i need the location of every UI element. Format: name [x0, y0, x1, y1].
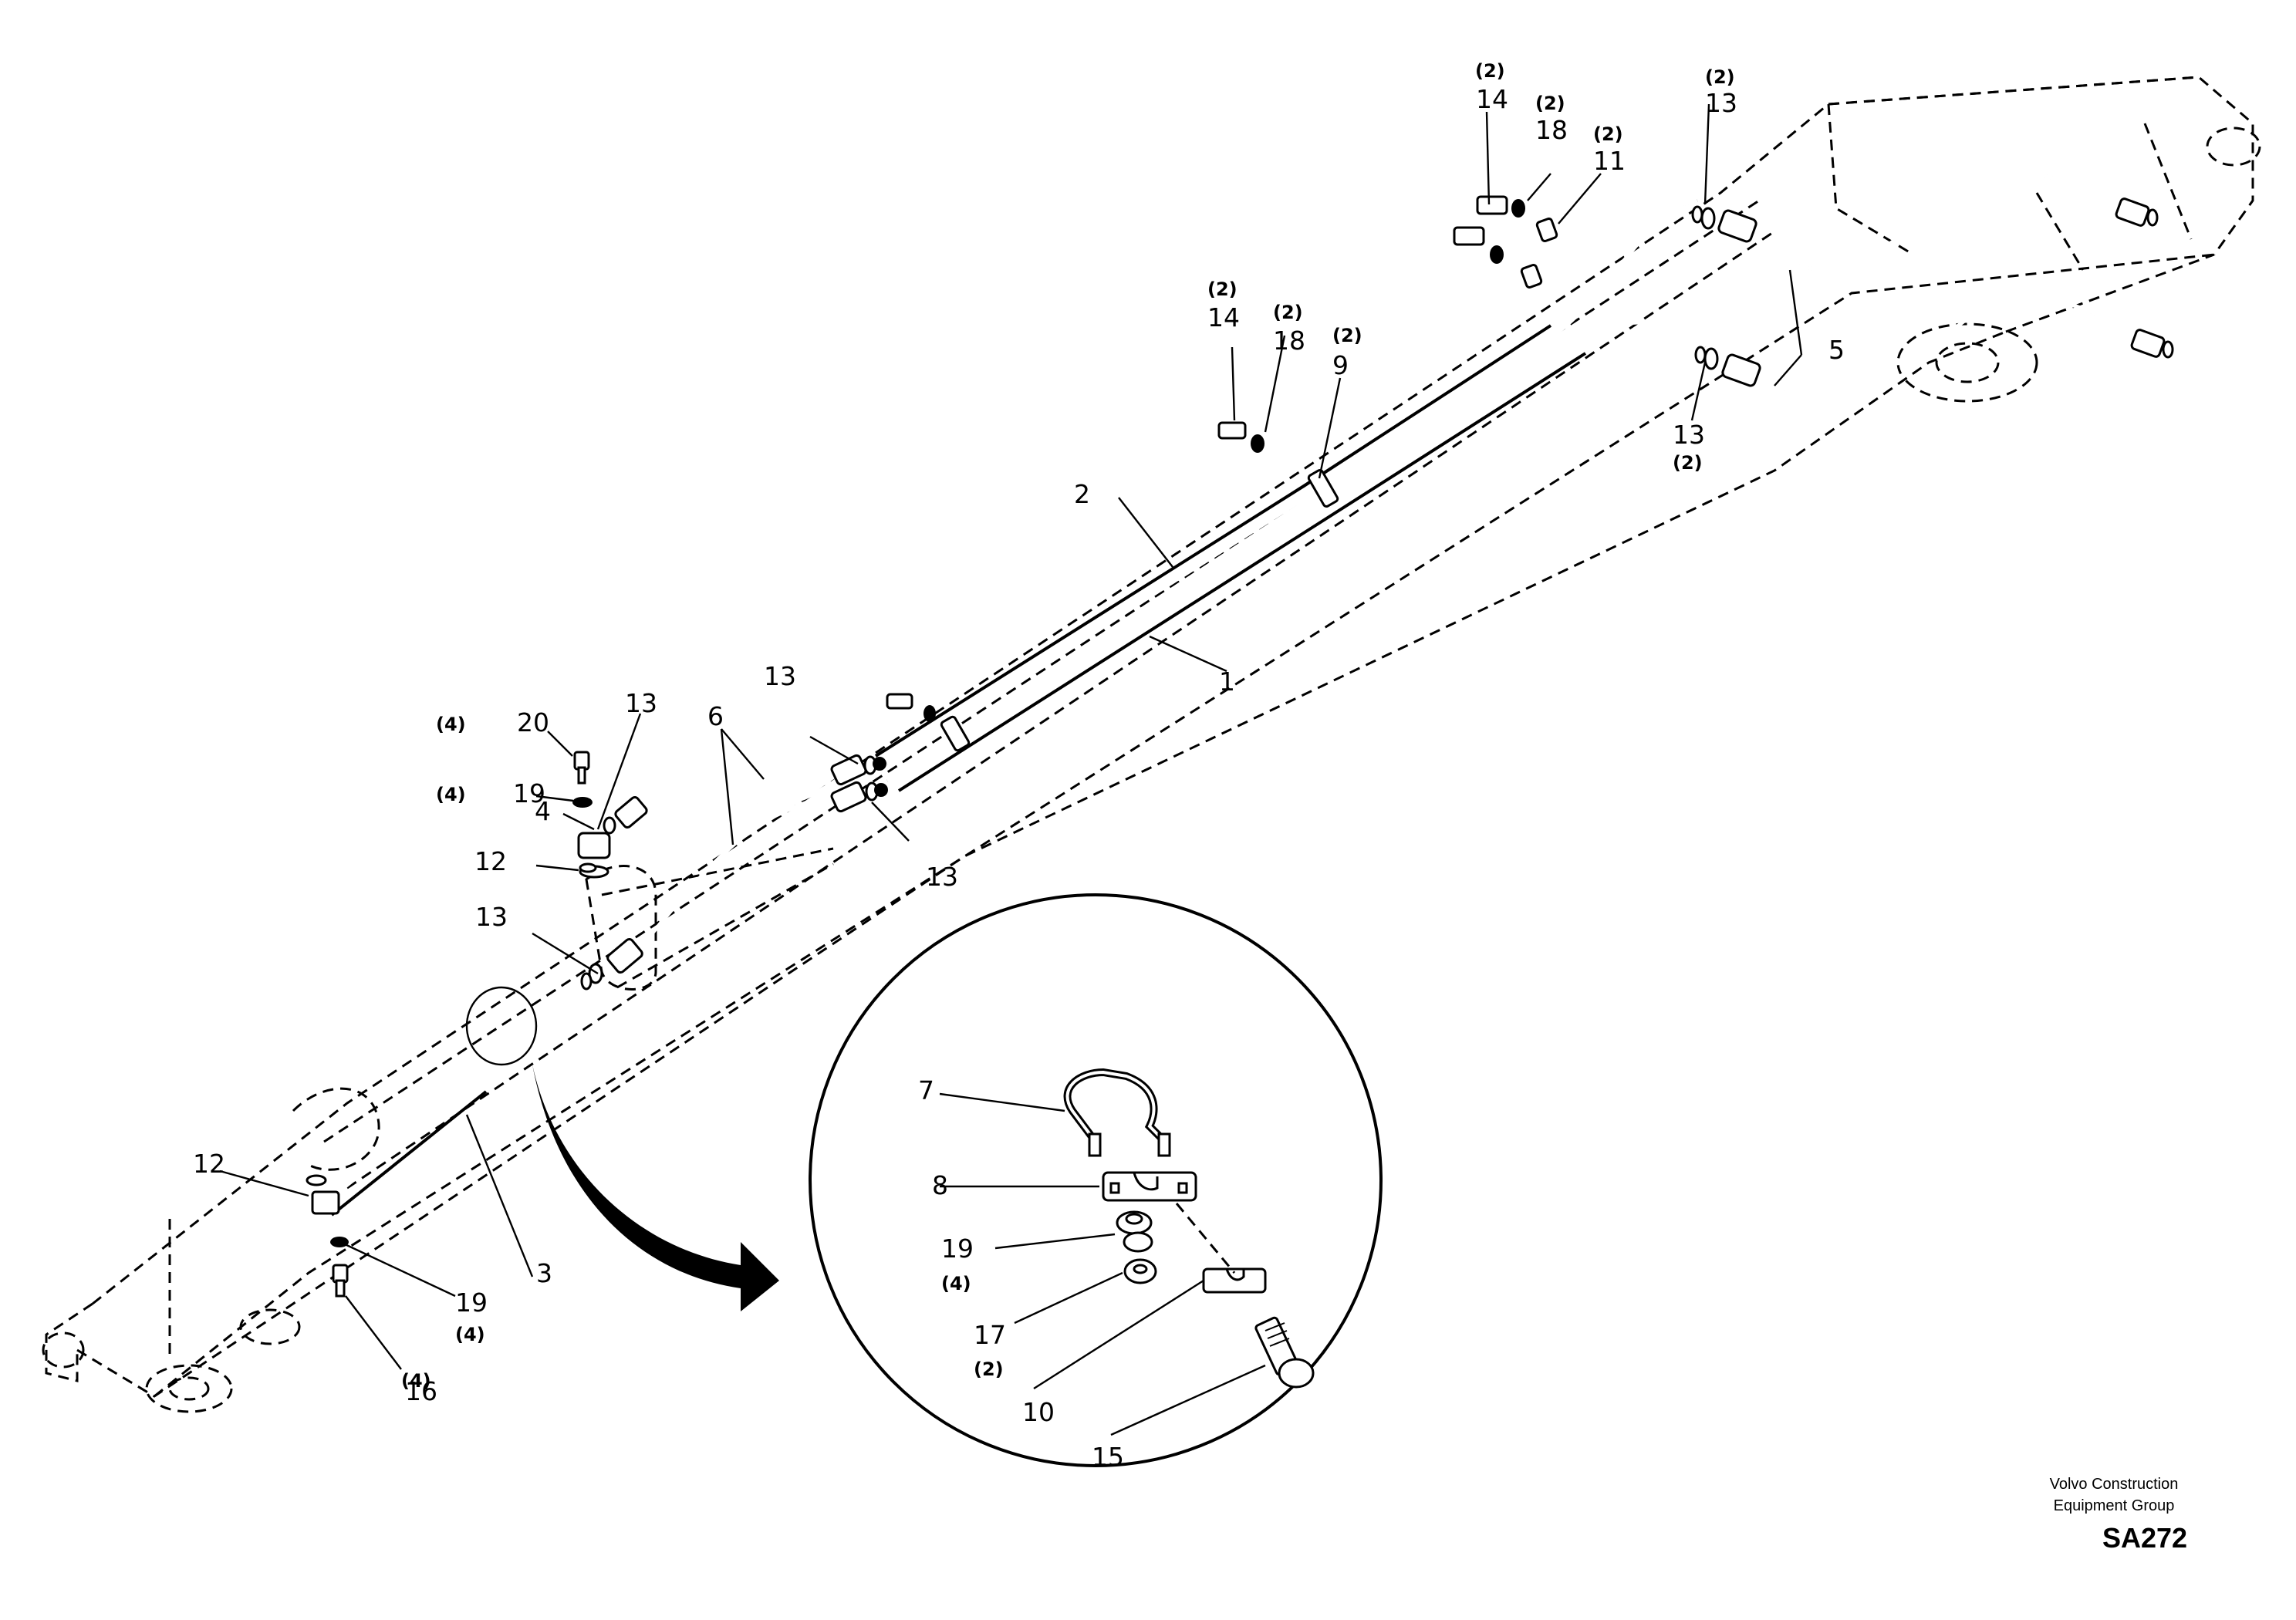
- callout-12-front: 12: [193, 1149, 225, 1179]
- callout-19-front: 19: [455, 1288, 488, 1318]
- callout-15: 15: [1092, 1442, 1124, 1472]
- clamp-9: [1217, 421, 1339, 508]
- qty-18-rear: (2): [1535, 93, 1565, 114]
- callout-1: 1: [1219, 667, 1235, 697]
- qty-9: (2): [1332, 325, 1362, 346]
- callout-13-rear-upper: 13: [1705, 88, 1737, 118]
- callout-17: 17: [974, 1320, 1006, 1350]
- company-line-2: Equipment Group: [2054, 1497, 2175, 1514]
- qty-17: (2): [974, 1358, 1004, 1380]
- callout-9: 9: [1332, 350, 1349, 380]
- callout-10: 10: [1022, 1397, 1055, 1427]
- callout-13-upper-mid: 13: [764, 661, 796, 691]
- oring-12: [579, 862, 597, 873]
- callout-labels: 1 2 3 4 5 6 7 8 9 10 11 12 12 13 13 13 1…: [193, 84, 1845, 1472]
- qty-14-mid: (2): [1207, 278, 1237, 300]
- leader-lines: [219, 103, 1803, 1436]
- bolt-20: [573, 751, 590, 785]
- callout-13-cylinder: 13: [475, 902, 508, 932]
- callout-5: 5: [1828, 335, 1845, 365]
- bolt-15: [1254, 1316, 1315, 1389]
- callout-11: 11: [1593, 146, 1626, 176]
- callout-14-rear: 14: [1476, 84, 1508, 114]
- callout-8: 8: [932, 1170, 948, 1200]
- qty-13-rear-upper: (2): [1705, 66, 1735, 88]
- fitting-rear-lower: [1694, 329, 2174, 387]
- callout-13-elbow: 13: [625, 688, 657, 718]
- title-block: Volvo Construction Equipment Group SA272: [2050, 1476, 2187, 1554]
- fittings: [306, 195, 2174, 1298]
- callout-19-cylinder: 19: [513, 778, 545, 808]
- hydraulic-lines: [322, 170, 2146, 1217]
- qty-14-rear: (2): [1475, 60, 1505, 82]
- callout-18-rear: 18: [1535, 115, 1568, 145]
- qty-16: (4): [401, 1370, 431, 1392]
- callout-6: 6: [707, 701, 724, 731]
- qty-18-mid: (2): [1273, 302, 1303, 323]
- callout-4: 4: [535, 796, 551, 826]
- mid-clamp: [886, 693, 971, 752]
- callout-2: 2: [1074, 479, 1090, 509]
- detail-view: [465, 893, 1383, 1467]
- qty-13-rear-lower: (2): [1673, 452, 1703, 474]
- elbow-fitting: [577, 796, 648, 879]
- company-line-1: Volvo Construction: [2050, 1476, 2179, 1493]
- fitting-front-hoses: [830, 754, 888, 813]
- callout-12-cylinder: 12: [474, 846, 507, 876]
- callout-18-mid: 18: [1273, 326, 1305, 356]
- callout-14-mid: 14: [1207, 302, 1240, 332]
- qty-11: (2): [1593, 123, 1623, 145]
- flange-block-front: [306, 1174, 349, 1298]
- fitting-rear-upper: [1691, 197, 2159, 243]
- u-bolt-7: [1063, 1068, 1171, 1157]
- qty-19-cylinder: (4): [436, 784, 466, 805]
- qty-19-front: (4): [455, 1324, 485, 1345]
- callout-3: 3: [536, 1258, 552, 1288]
- qty-20: (4): [436, 714, 466, 735]
- callout-13-rear-lower: 13: [1673, 420, 1705, 450]
- callout-7: 7: [918, 1075, 934, 1105]
- callout-19-detail: 19: [941, 1234, 974, 1264]
- arm-outline: [42, 76, 2261, 1413]
- callout-16: 16: [405, 1376, 437, 1406]
- clamp-11: [1453, 195, 1558, 289]
- callout-20: 20: [517, 707, 549, 737]
- callout-13-lower-mid: 13: [926, 862, 958, 892]
- qty-19-detail: (4): [941, 1273, 971, 1294]
- drawing-code: SA272: [2102, 1522, 2187, 1554]
- fitting-cylinder-lower: [580, 937, 643, 991]
- quantity-labels: (2) (2) (2) (2) (2) (2) (2) (2) (4) (4) …: [401, 60, 1735, 1392]
- clamp-half-8: [1102, 1171, 1197, 1202]
- washer-19: [572, 797, 593, 808]
